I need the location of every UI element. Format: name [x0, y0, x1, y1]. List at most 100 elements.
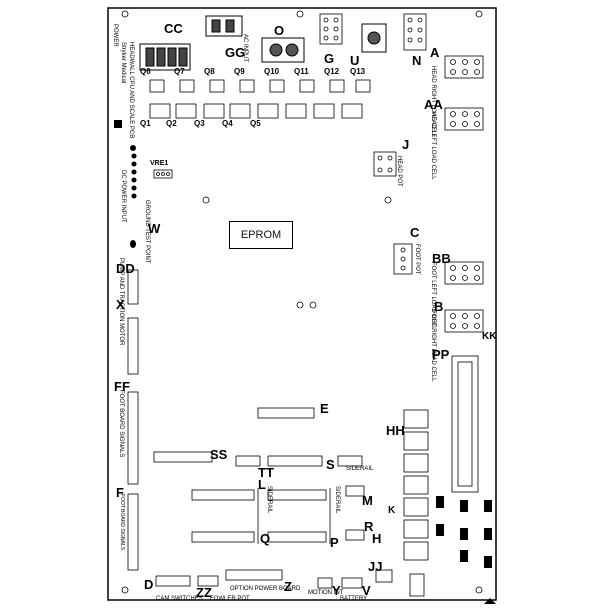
relay-q9: Q9 — [234, 67, 245, 76]
connector-u — [361, 23, 387, 53]
relay-q7: Q7 — [174, 67, 185, 76]
relay-q1: Q1 — [140, 119, 151, 128]
eprom-chip: EPROM — [229, 221, 293, 249]
caption-foot-board-signals-2: FOOT BOARD SIGNALS — [119, 494, 125, 551]
label-tt: TT — [258, 465, 274, 480]
mounting-holes — [121, 10, 483, 594]
header-tt — [235, 455, 261, 467]
dc-power-input — [130, 145, 137, 248]
label-gg: GG — [225, 45, 246, 60]
connector-b — [444, 309, 484, 333]
caption-head-pot: HEAD POT — [396, 156, 402, 187]
connector-n — [403, 13, 427, 51]
relay-row-lower — [149, 103, 363, 119]
left-headers — [127, 269, 139, 571]
relay-q13: Q13 — [350, 67, 366, 76]
relay-q3: Q3 — [194, 119, 205, 128]
header-e — [257, 407, 315, 419]
relay-q4: Q4 — [222, 119, 233, 128]
label-r: R — [364, 519, 374, 534]
caption-battery: BATTERY — [340, 596, 368, 602]
connector-bb — [444, 261, 484, 285]
siderail-headers — [191, 485, 365, 543]
label-f: F — [116, 485, 124, 500]
relay-stack-hh — [403, 409, 429, 561]
bottom-headers — [155, 569, 425, 597]
caption-motion-int: MOTION INT — [308, 590, 344, 596]
label-b: B — [434, 299, 444, 314]
connector-c — [393, 243, 413, 275]
connector-gg — [205, 15, 243, 37]
caption-pump-motor: PUMP AND TRACTION MOTOR — [118, 258, 124, 346]
label-zz: ZZ — [196, 585, 212, 600]
relay-q10: Q10 — [264, 67, 280, 76]
caption-dc-power-input: DC POWER INPUT — [120, 170, 126, 223]
label-ff: FF — [114, 379, 130, 394]
header-siderail — [337, 455, 363, 467]
relay-q8: Q8 — [204, 67, 215, 76]
label-l: L — [258, 477, 266, 492]
label-u: U — [350, 53, 360, 68]
relay-q6: Q6 — [140, 67, 151, 76]
caption-foot-pot: FOOT POT — [414, 244, 420, 275]
title-stryker: Stryker Medical — [120, 42, 126, 84]
label-jj: JJ — [368, 559, 383, 574]
caption-ac-input: AC INPUT — [242, 34, 248, 63]
label-n: N — [412, 53, 422, 68]
marker-square — [114, 120, 122, 128]
relay-q5: Q5 — [250, 119, 261, 128]
label-dd: DD — [116, 261, 135, 276]
header-s — [267, 455, 323, 467]
label-kk: KK — [482, 331, 497, 342]
caption-head-left: HEAD LEFT LOAD CELL — [430, 112, 436, 180]
label-x: X — [116, 297, 125, 312]
label-p: P — [330, 535, 339, 550]
label-e: E — [320, 401, 329, 416]
label-a: A — [430, 45, 440, 60]
caption-cam-switches: CAM SWITCHES — [156, 596, 203, 602]
db-connector — [451, 355, 479, 493]
label-v: V — [362, 583, 371, 598]
caption-foot-right: FOOT RIGHT LOAD CELL — [430, 310, 436, 382]
label-j: J — [402, 137, 410, 152]
label-aa: AA — [424, 97, 443, 112]
label-d: D — [144, 577, 154, 592]
connector-aa — [444, 107, 484, 131]
vre1-component — [153, 169, 173, 179]
label-q: Q — [260, 531, 271, 546]
label-y: Y — [332, 583, 341, 598]
label-vre1: VRE1 — [150, 160, 169, 167]
label-h: H — [372, 531, 382, 546]
label-cc: CC — [164, 21, 183, 36]
title-board: HEADWALL CPU AND SCALE PCB — [128, 42, 134, 139]
caption-siderail-3: SIDERAIL — [346, 466, 374, 472]
header-ss — [153, 451, 213, 463]
caption-option-power-board: OPTION POWER BOARD — [230, 586, 301, 592]
caption-siderail-2: SIDERAIL — [334, 486, 340, 514]
label-c: C — [410, 225, 420, 240]
relay-q11: Q11 — [294, 67, 309, 76]
title-power: POWER — [112, 24, 118, 47]
connector-g — [319, 13, 343, 45]
caption-foot-board-signals: FOOT BOARD SIGNALS — [118, 390, 124, 458]
relay-q12: Q12 — [324, 67, 340, 76]
label-bb: BB — [432, 251, 451, 266]
caption-siderail: SIDERAIL — [266, 486, 272, 514]
label-ss: SS — [210, 447, 228, 462]
connector-a — [444, 55, 484, 79]
label-o: O — [274, 23, 285, 38]
connector-ac-input — [261, 37, 305, 63]
label-g: G — [324, 51, 335, 66]
label-m: M — [362, 493, 373, 508]
connector-j — [373, 151, 397, 177]
relay-q2: Q2 — [166, 119, 177, 128]
board-outline — [107, 7, 497, 601]
caption-fowler-pot: FOWLER POT — [210, 596, 250, 602]
arrow-marker — [484, 598, 496, 604]
label-s: S — [326, 457, 335, 472]
caption-ground-test: GROUND TEST POINT — [144, 200, 150, 264]
label-pp: PP — [432, 347, 450, 362]
label-hh: HH — [386, 423, 405, 438]
relay-row-upper — [149, 79, 371, 93]
